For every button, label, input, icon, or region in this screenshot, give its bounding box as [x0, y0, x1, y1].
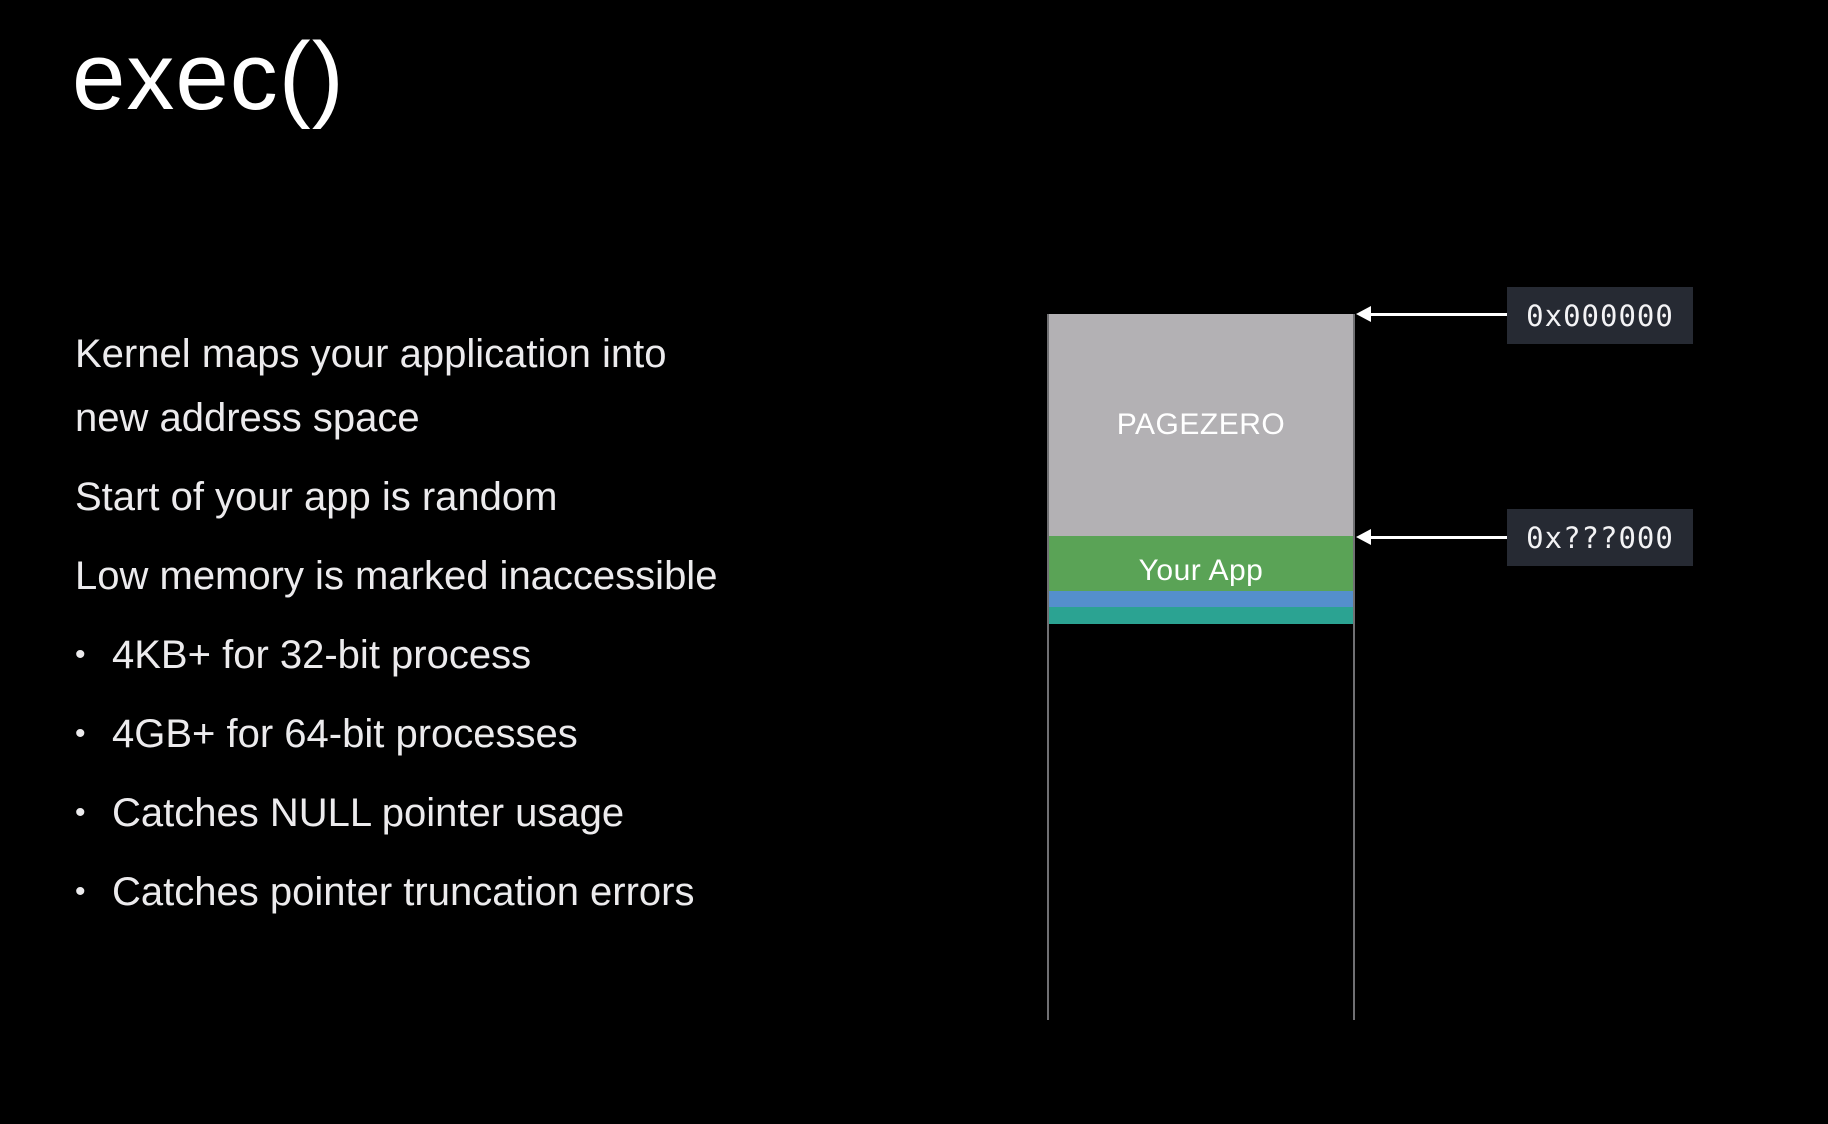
page-title: exec()	[72, 23, 345, 130]
list-item: • 4KB+ for 32-bit process	[75, 623, 720, 687]
arrow-to-pagezero-top	[1356, 306, 1507, 322]
memory-address-space-column: PAGEZERO Your App	[1047, 314, 1355, 1020]
bullet-icon: •	[75, 875, 86, 908]
bullet-icon: •	[75, 717, 86, 750]
content-block: Kernel maps your application into new ad…	[75, 322, 720, 924]
bullet-label: Catches NULL pointer usage	[112, 791, 625, 835]
address-text: 0x000000	[1526, 298, 1674, 333]
paragraph-start-random: Start of your app is random	[75, 475, 558, 519]
bullet-label: Catches pointer truncation errors	[112, 870, 695, 914]
arrow-shaft	[1369, 535, 1507, 539]
address-label-0x000000: 0x000000	[1507, 287, 1693, 344]
address-label-0x???000: 0x???000	[1507, 509, 1693, 566]
segment-teal-stripe	[1049, 607, 1353, 624]
segment-your-app-label: Your App	[1138, 553, 1264, 587]
bullet-icon: •	[75, 796, 86, 829]
arrow-left-head-icon	[1356, 306, 1371, 322]
address-text: 0x???000	[1526, 520, 1674, 555]
bullet-label: 4GB+ for 64-bit processes	[112, 712, 578, 756]
list-item: • Catches pointer truncation errors	[75, 860, 720, 924]
arrow-shaft	[1369, 312, 1507, 316]
segment-blue-stripe	[1049, 591, 1353, 607]
bullet-icon: •	[75, 638, 86, 671]
list-item: • 4GB+ for 64-bit processes	[75, 702, 720, 766]
arrow-to-app-start	[1356, 529, 1507, 545]
segment-pagezero: PAGEZERO	[1049, 314, 1353, 536]
arrow-left-head-icon	[1356, 529, 1371, 545]
bullet-label: 4KB+ for 32-bit process	[112, 633, 532, 677]
paragraph-kernel-maps: Kernel maps your application into new ad…	[75, 332, 667, 440]
segment-your-app: Your App	[1049, 536, 1353, 591]
paragraph-low-memory: Low memory is marked inaccessible	[75, 554, 718, 598]
segment-pagezero-label: PAGEZERO	[1116, 408, 1286, 441]
list-item: • Catches NULL pointer usage	[75, 781, 720, 845]
